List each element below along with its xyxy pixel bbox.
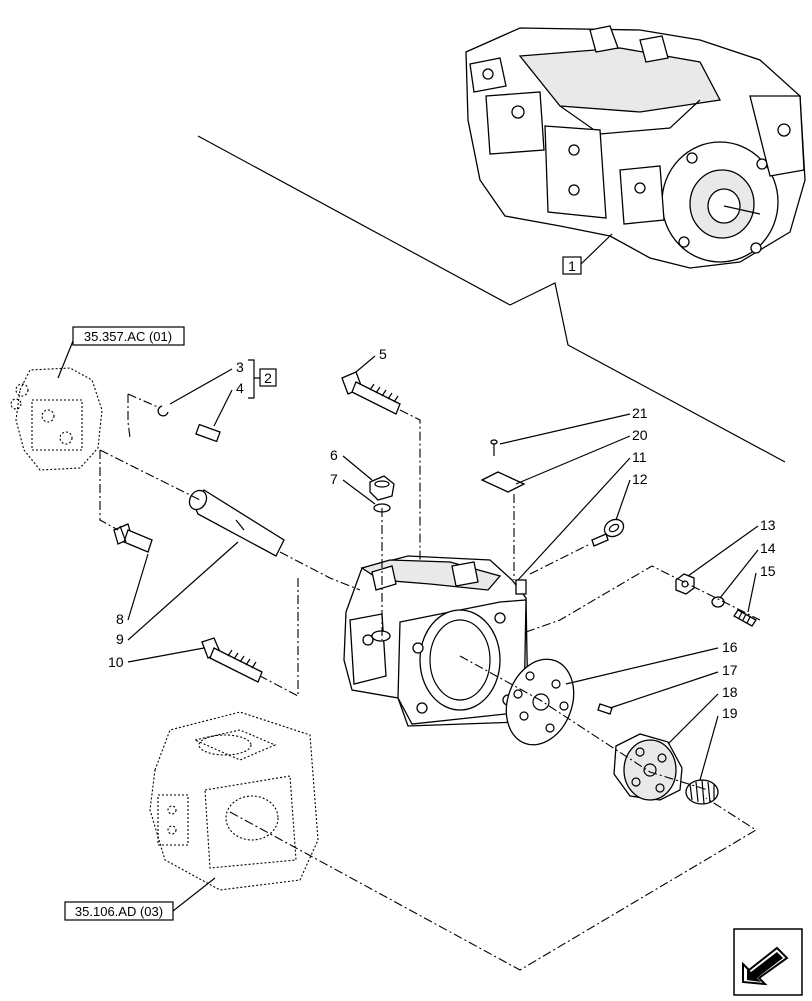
svg-text:21: 21 bbox=[632, 405, 648, 421]
part-10-bolt bbox=[201, 637, 263, 683]
callout-8[interactable]: 8 bbox=[116, 553, 149, 627]
reference-35-357-ac-01[interactable]: 35.357.AC (01) bbox=[57, 326, 185, 379]
callout-20[interactable]: 20 bbox=[515, 427, 648, 485]
reference-35-106-ad-03[interactable]: 35.106.AD (03) bbox=[64, 877, 216, 921]
part-19-bearing bbox=[685, 779, 719, 805]
part-9-shaft bbox=[188, 489, 285, 557]
part-12-eye-bolt bbox=[591, 518, 625, 547]
svg-text:12: 12 bbox=[632, 471, 648, 487]
callout-14[interactable]: 14 bbox=[719, 540, 776, 599]
svg-text:10: 10 bbox=[108, 654, 124, 670]
reference-housing-lower bbox=[149, 711, 319, 891]
part-15-stud bbox=[733, 609, 757, 627]
pump-assembly-overview bbox=[465, 25, 806, 269]
next-page-arrow-icon[interactable] bbox=[733, 928, 803, 996]
callout-7[interactable]: 7 bbox=[330, 471, 376, 505]
callout-10[interactable]: 10 bbox=[108, 647, 205, 670]
callout-13[interactable]: 13 bbox=[687, 517, 776, 577]
svg-text:19: 19 bbox=[722, 705, 738, 721]
svg-text:11: 11 bbox=[632, 449, 647, 465]
svg-text:1: 1 bbox=[568, 258, 576, 274]
svg-text:13: 13 bbox=[760, 517, 776, 533]
part-17-pin bbox=[597, 703, 613, 715]
callout-16[interactable]: 16 bbox=[565, 639, 738, 685]
svg-text:6: 6 bbox=[330, 447, 338, 463]
svg-text:7: 7 bbox=[330, 471, 338, 487]
part-18-cylinder-block bbox=[613, 733, 683, 801]
callout-15[interactable]: 15 bbox=[747, 563, 776, 613]
callout-17[interactable]: 17 bbox=[609, 662, 738, 709]
svg-text:35.106.AD (03): 35.106.AD (03) bbox=[75, 904, 163, 919]
assembly-lines bbox=[99, 393, 761, 971]
main-housing bbox=[343, 555, 529, 727]
part-6-plug bbox=[369, 475, 395, 501]
callout-6[interactable]: 6 bbox=[330, 447, 373, 481]
svg-text:18: 18 bbox=[722, 684, 738, 700]
svg-text:17: 17 bbox=[722, 662, 738, 678]
reference-pump-upper bbox=[10, 367, 103, 471]
part-20-nameplate bbox=[480, 471, 526, 493]
svg-text:3: 3 bbox=[236, 359, 244, 375]
callout-19[interactable]: 19 bbox=[699, 705, 738, 781]
frame-line bbox=[197, 135, 786, 463]
svg-text:5: 5 bbox=[379, 346, 387, 362]
svg-text:15: 15 bbox=[760, 563, 776, 579]
callout-1[interactable]: 1 bbox=[562, 233, 613, 275]
svg-text:2: 2 bbox=[264, 370, 272, 386]
callout-5[interactable]: 5 bbox=[355, 346, 387, 373]
svg-text:35.357.AC (01): 35.357.AC (01) bbox=[84, 329, 172, 344]
part-3-snap-ring bbox=[157, 405, 169, 417]
part-5-bolt bbox=[341, 371, 401, 415]
svg-text:4: 4 bbox=[236, 380, 244, 396]
callout-2-group[interactable]: 3 4 2 bbox=[169, 359, 277, 427]
svg-text:16: 16 bbox=[722, 639, 738, 655]
part-13-nut bbox=[675, 573, 695, 595]
svg-text:20: 20 bbox=[632, 427, 648, 443]
part-16-valve-plate bbox=[505, 658, 575, 746]
callout-9[interactable]: 9 bbox=[116, 541, 239, 647]
callout-12[interactable]: 12 bbox=[615, 471, 648, 521]
svg-text:14: 14 bbox=[760, 540, 776, 556]
part-21-rivet bbox=[490, 439, 498, 456]
callout-21[interactable]: 21 bbox=[499, 405, 648, 445]
svg-text:8: 8 bbox=[116, 611, 124, 627]
part-4-pin bbox=[195, 423, 221, 443]
svg-text:9: 9 bbox=[116, 631, 124, 647]
callout-11[interactable]: 11 bbox=[517, 449, 647, 581]
part-8-fitting bbox=[113, 523, 153, 553]
callout-18[interactable]: 18 bbox=[667, 684, 738, 745]
